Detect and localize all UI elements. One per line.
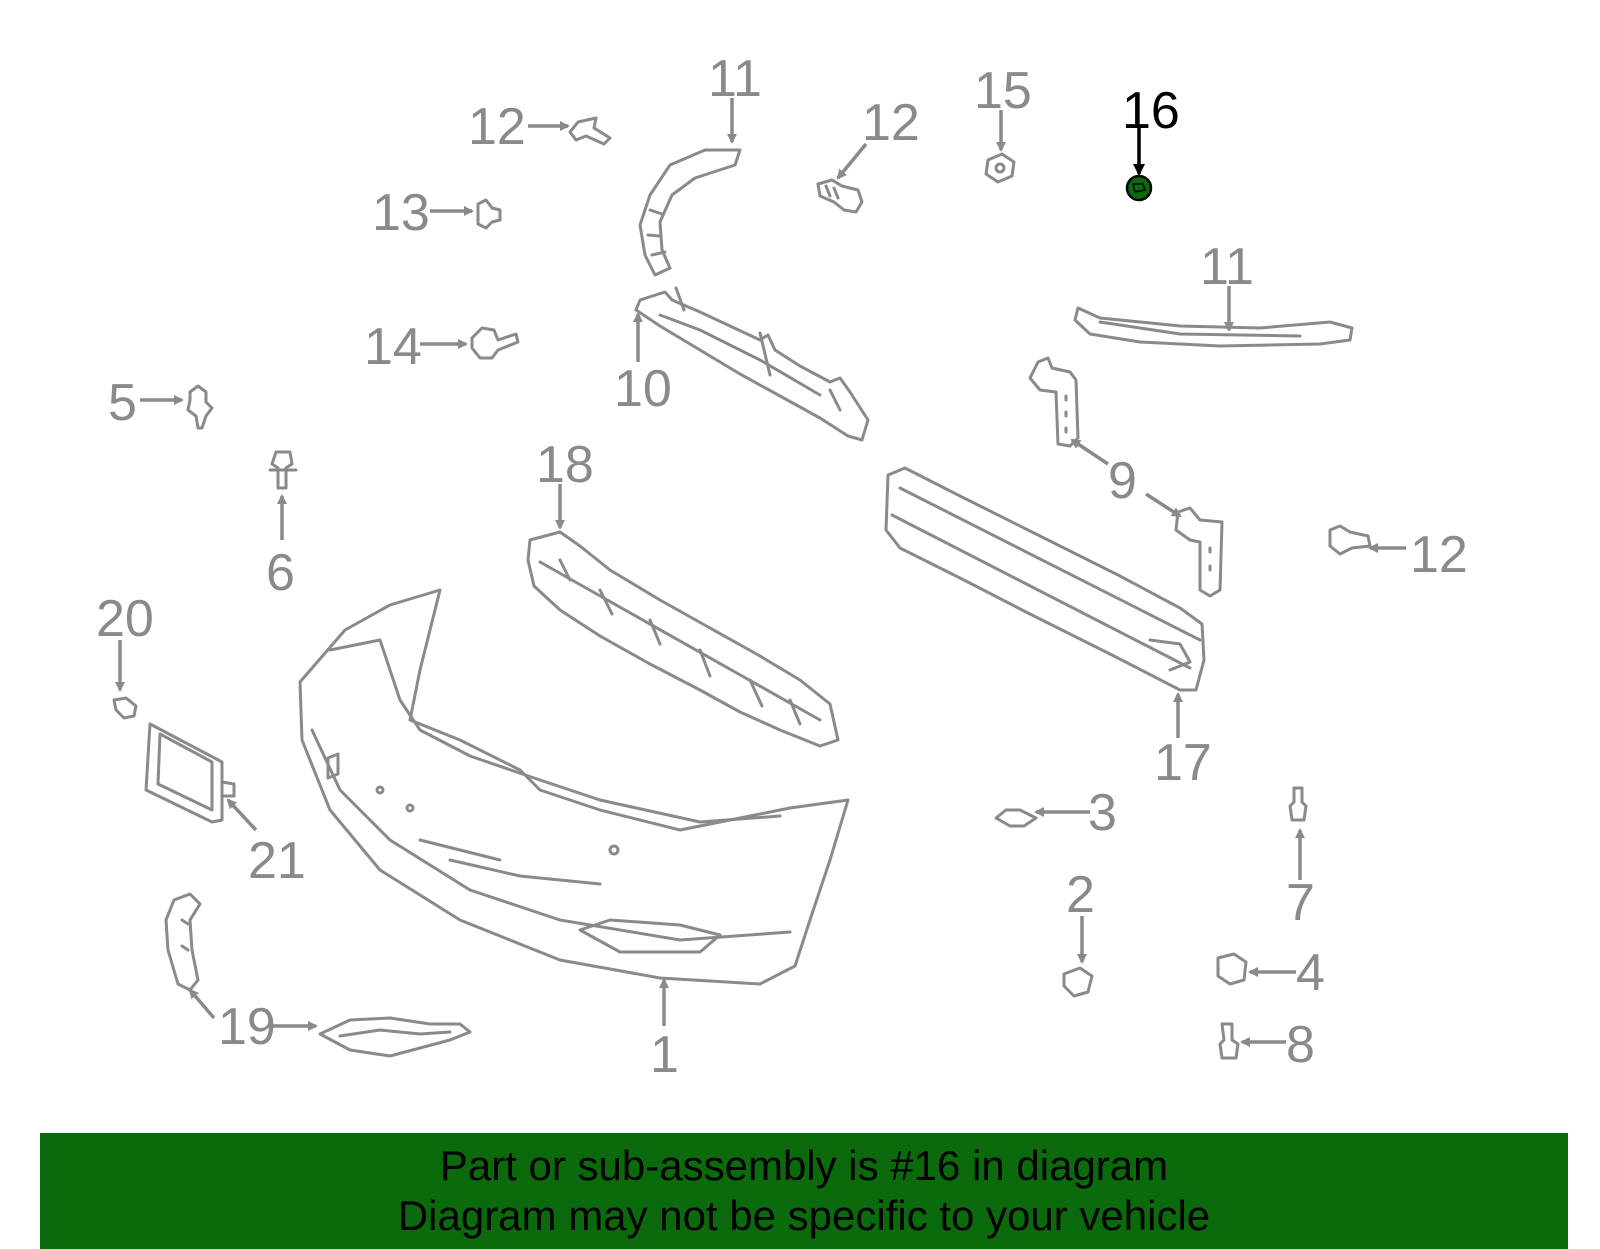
callout-17: 17 <box>1154 734 1212 792</box>
part-12-bolt-upper-mid <box>816 178 864 214</box>
part-8-bolt <box>1218 1022 1240 1060</box>
callout-11: 11 <box>1200 238 1254 296</box>
banner-line-part: Part or sub-assembly is #16 in diagram <box>439 1142 1169 1189</box>
part-2-nut <box>1062 966 1094 998</box>
part-11-left-bracket <box>638 148 742 277</box>
part-19-fog-cover <box>318 1016 472 1058</box>
callout-11: 11 <box>708 50 762 108</box>
part-17-bumper-reinforcement <box>884 466 1206 692</box>
callout-2: 2 <box>1066 866 1095 924</box>
callout-12: 12 <box>468 98 526 156</box>
callout-21: 21 <box>248 832 306 890</box>
callout-4: 4 <box>1296 944 1325 1002</box>
part-21-license-bracket <box>144 722 236 824</box>
part-11-right-molding <box>1073 306 1354 348</box>
banner-line-disclaimer: Diagram may not be specific to your vehi… <box>397 1192 1211 1239</box>
part-10-upper-reinforcement <box>634 286 870 442</box>
callout-12: 12 <box>1410 526 1468 584</box>
callout-19: 19 <box>218 998 276 1056</box>
part-12-bolt-upper-left <box>568 116 612 146</box>
part-5-clip <box>186 384 214 430</box>
callout-8: 8 <box>1286 1016 1315 1074</box>
leader-lines <box>115 98 1406 1047</box>
callout-7: 7 <box>1286 874 1315 932</box>
part-3-clip <box>994 808 1038 828</box>
callout-15: 15 <box>974 62 1032 120</box>
callout-18: 18 <box>536 436 594 494</box>
part-14-bolt <box>470 326 520 360</box>
part-19-side-bracket <box>164 892 202 992</box>
callout-20: 20 <box>96 590 154 648</box>
callout-10: 10 <box>614 360 672 418</box>
part-16-highlighted[interactable] <box>1125 174 1153 202</box>
callout-16[interactable]: 16 <box>1122 82 1180 140</box>
callout-6: 6 <box>266 544 295 602</box>
part-4-nut <box>1216 952 1248 986</box>
callout-1: 1 <box>650 1026 679 1084</box>
info-banner: Part or sub-assembly is #16 in diagram D… <box>40 1133 1568 1249</box>
part-9-lower-bracket <box>1174 506 1224 598</box>
part-18-energy-absorber <box>526 530 840 748</box>
part-6-bolt <box>268 450 298 490</box>
callout-13: 13 <box>372 184 430 242</box>
part-9-upper-bracket <box>1028 356 1080 448</box>
part-15-nut <box>984 152 1016 184</box>
callout-3: 3 <box>1088 784 1117 842</box>
callout-labels: 11 12 12 15 16 13 11 14 10 5 9 18 12 6 2… <box>96 50 1468 1084</box>
callout-5: 5 <box>108 374 137 432</box>
part-13-clip <box>476 198 502 230</box>
callout-14: 14 <box>364 318 422 376</box>
part-7-bolt <box>1288 786 1308 822</box>
part-20-clip <box>112 696 138 720</box>
callout-9: 9 <box>1108 452 1137 510</box>
part-12-bolt-right <box>1328 524 1372 556</box>
part-1-bumper-cover <box>298 588 850 986</box>
callout-12: 12 <box>862 94 920 152</box>
